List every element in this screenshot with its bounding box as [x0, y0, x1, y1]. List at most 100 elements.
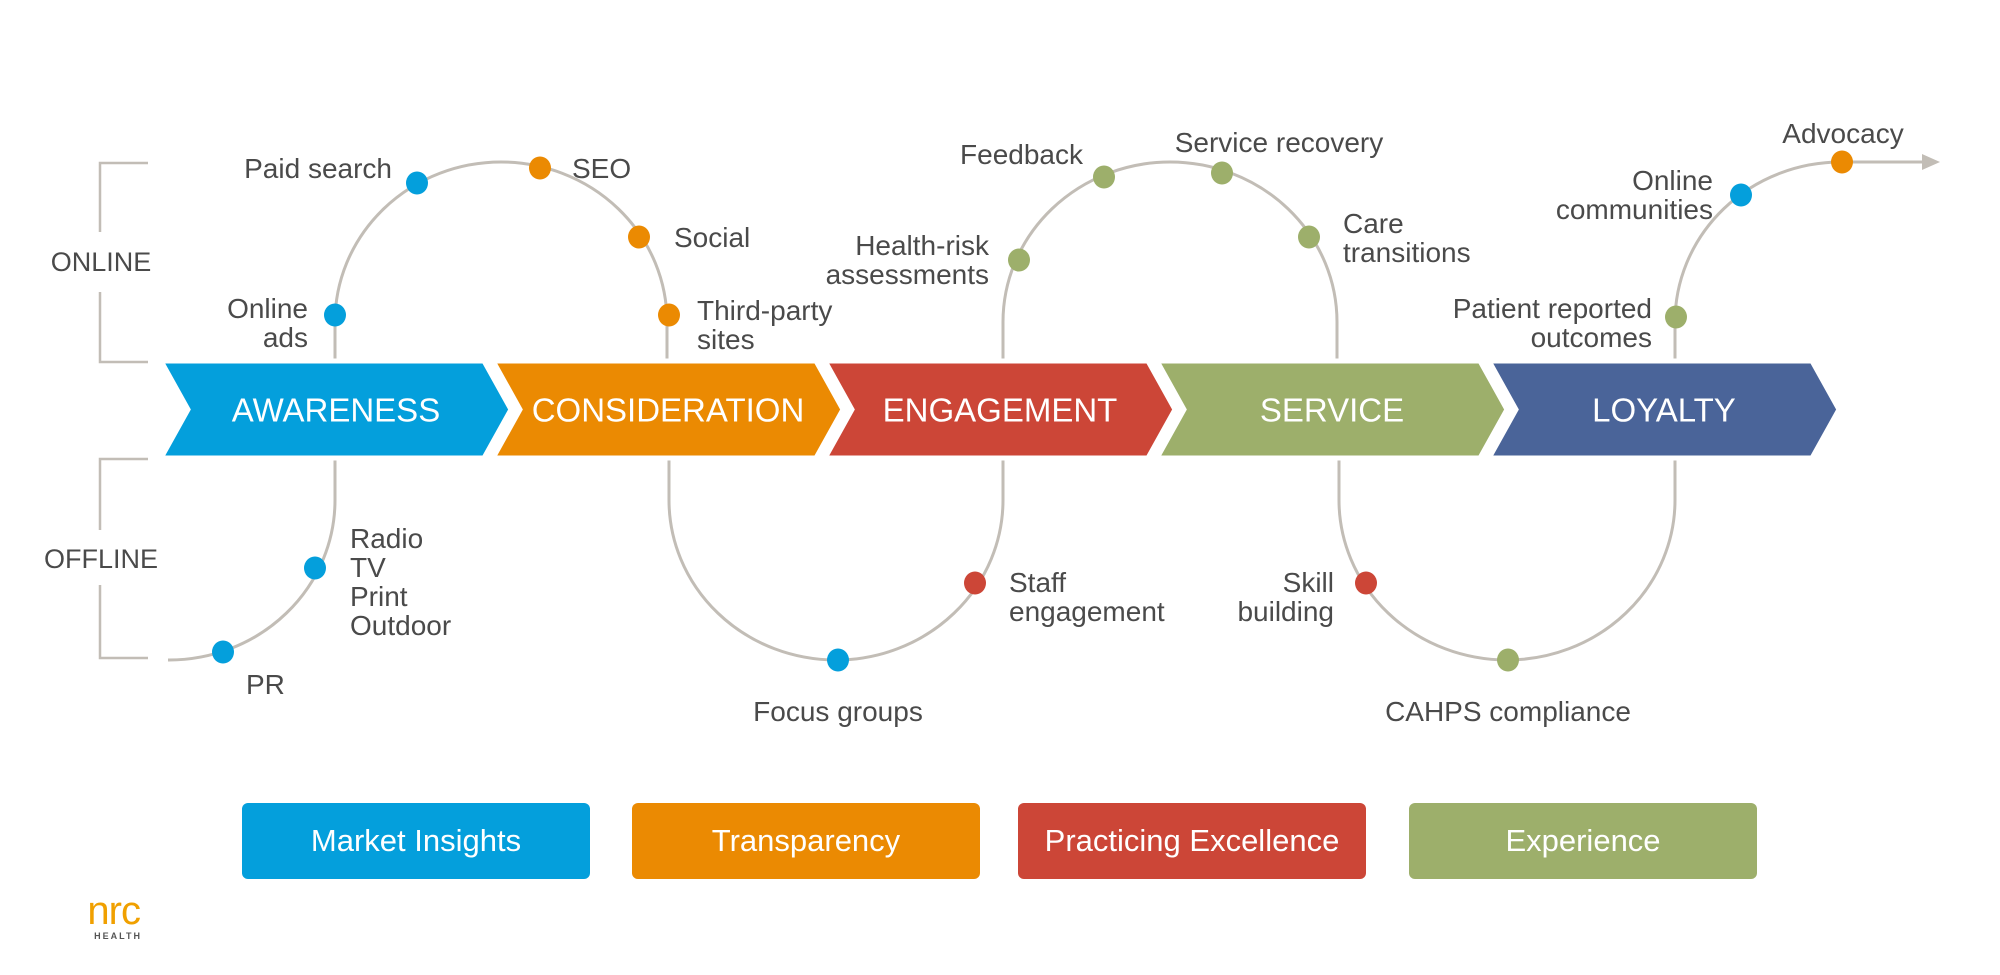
- touchpoint-label-line: Paid search: [244, 153, 392, 184]
- touchpoint-dot-icon: [1831, 150, 1853, 174]
- touchpoint-label-line: Feedback: [960, 139, 1084, 170]
- touchpoint-label-line: communities: [1556, 194, 1713, 225]
- touchpoint-dot-icon: [1497, 648, 1519, 672]
- touchpoint-label-line: Online: [227, 293, 308, 324]
- stage-chevron: [488, 358, 846, 461]
- touchpoint-label-line: building: [1237, 596, 1334, 627]
- offline-bracket: [98, 457, 148, 660]
- touchpoint-pr: PR: [212, 640, 285, 700]
- touchpoint-label-line: outcomes: [1531, 322, 1652, 353]
- touchpoint-label-line: Staff: [1009, 567, 1066, 598]
- touchpoint-social: Social: [628, 222, 750, 253]
- online-bracket: [98, 161, 148, 364]
- touchpoint-dot-icon: [324, 303, 346, 327]
- touchpoint-label-line: Outdoor: [350, 610, 451, 641]
- offline-label: OFFLINE: [44, 544, 158, 574]
- stage-label: LOYALTY: [1592, 392, 1736, 429]
- touchpoint-label-line: assessments: [826, 259, 989, 290]
- arrow-head-icon: [1922, 154, 1940, 170]
- touchpoint-dot-icon: [1211, 161, 1233, 185]
- stage-consideration: CONSIDERATION: [488, 358, 846, 461]
- touchpoint-dot-icon: [529, 156, 551, 180]
- touchpoint-label: PR: [246, 669, 285, 700]
- path-arc-online-2: [1001, 160, 1339, 361]
- path-arc-offline-2: [1337, 458, 1677, 662]
- touchpoint-feedback: Feedback: [960, 139, 1115, 189]
- touchpoint-dot-icon: [658, 303, 680, 327]
- touchpoint-label: Social: [674, 222, 750, 253]
- touchpoint-label: Service recovery: [1175, 127, 1384, 158]
- path-arc-offline-1: [667, 458, 1005, 662]
- legend-label: Practicing Excellence: [1044, 823, 1340, 858]
- touchpoint-dot-icon: [406, 171, 428, 195]
- touchpoint-label-line: Skill: [1283, 567, 1334, 598]
- touchpoint-label: Advocacy: [1782, 118, 1903, 149]
- touchpoint-dot-icon: [628, 225, 650, 249]
- path-arc-online-1: [333, 160, 669, 361]
- touchpoint-dot-icon: [212, 640, 234, 664]
- touchpoint-dot-icon: [1730, 183, 1752, 207]
- stage-chevron: [1152, 358, 1510, 461]
- touchpoint-label: Paid search: [244, 153, 392, 184]
- logo-subtitle: HEALTH: [94, 931, 142, 941]
- touchpoint-label: SEO: [572, 153, 631, 184]
- touchpoint-label-line: CAHPS compliance: [1385, 696, 1631, 727]
- touchpoint-dot-icon: [1093, 165, 1115, 189]
- legend-label: Market Insights: [310, 823, 522, 858]
- touchpoint-label-line: transitions: [1343, 237, 1471, 268]
- touchpoint-advocacy: Advocacy: [1782, 118, 1904, 174]
- touchpoint-service-recovery: Service recovery: [1175, 127, 1384, 185]
- legend-label: Transparency: [711, 823, 901, 858]
- nrc-health-logo: nrc HEALTH: [60, 891, 142, 941]
- touchpoint-label-line: Focus groups: [753, 696, 923, 727]
- stage-chevron: [1484, 358, 1842, 461]
- touchpoint-label-line: engagement: [1009, 596, 1165, 627]
- touchpoint-label-line: sites: [697, 324, 755, 355]
- touchpoint-dot-icon: [1665, 305, 1687, 329]
- stage-loyalty: LOYALTY: [1484, 358, 1842, 461]
- touchpoint-dot-icon: [827, 648, 849, 672]
- legend-item-transparency: Transparency: [632, 803, 980, 879]
- touchpoint-dot-icon: [1008, 248, 1030, 272]
- stage-service: SERVICE: [1152, 358, 1510, 461]
- touchpoint-label-line: Radio: [350, 523, 423, 554]
- touchpoint-label-line: TV: [350, 552, 386, 583]
- touchpoint-label: CAHPS compliance: [1385, 696, 1631, 727]
- stage-label: ENGAGEMENT: [883, 392, 1118, 429]
- touchpoint-label-line: Online: [1632, 165, 1713, 196]
- stage-label: AWARENESS: [232, 392, 440, 429]
- stage-chevron: [820, 358, 1178, 461]
- touchpoint-label-line: Print: [350, 581, 408, 612]
- legend-label: Experience: [1505, 823, 1661, 858]
- legend-item-market-insights: Market Insights: [242, 803, 590, 879]
- legend-item-practicing-excellence: Practicing Excellence: [1018, 803, 1366, 879]
- stage-chevron: [156, 358, 514, 461]
- touchpoint-label-line: Care: [1343, 208, 1404, 239]
- touchpoint-label-line: SEO: [572, 153, 631, 184]
- touchpoint-dot-icon: [1298, 225, 1320, 249]
- touchpoint-cahps-compliance: CAHPS compliance: [1385, 648, 1631, 727]
- touchpoint-dot-icon: [1355, 571, 1377, 595]
- touchpoint-label: Feedback: [960, 139, 1084, 170]
- touchpoint-dot-icon: [964, 571, 986, 595]
- stage-label: CONSIDERATION: [532, 392, 805, 429]
- stage-label: SERVICE: [1260, 392, 1404, 429]
- stage-awareness: AWARENESS: [156, 358, 514, 461]
